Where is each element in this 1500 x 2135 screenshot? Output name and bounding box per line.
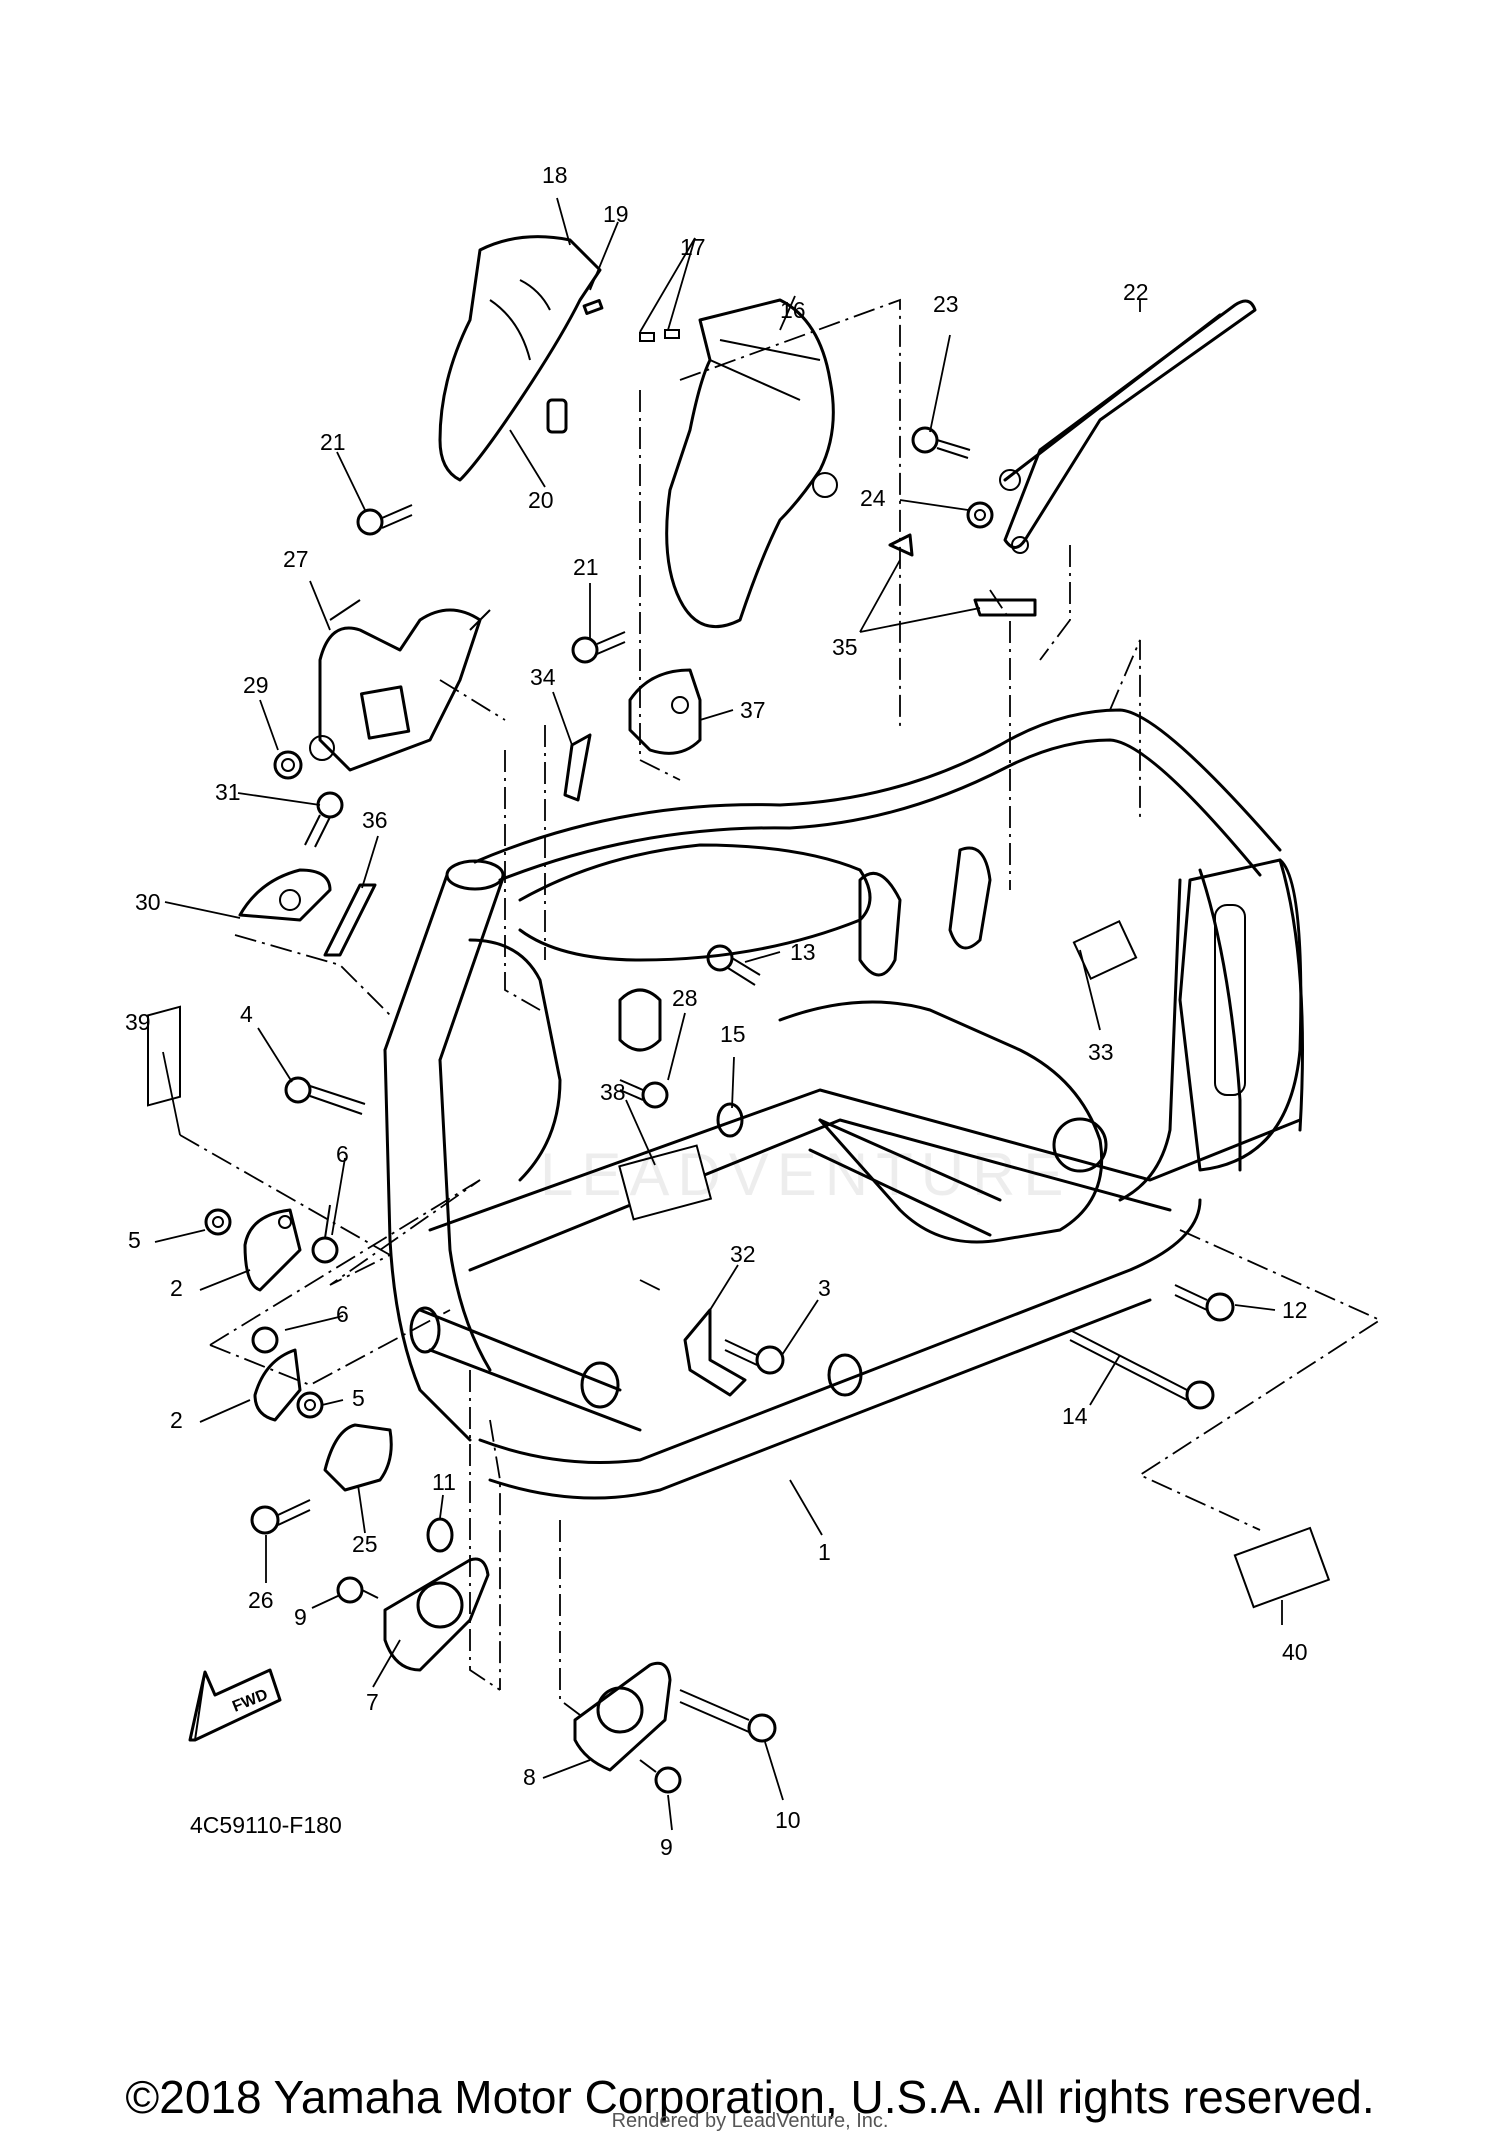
bolt-14 xyxy=(1069,1329,1215,1410)
bracket-27 xyxy=(309,599,491,772)
callout-22: 22 xyxy=(1123,279,1149,305)
callout-28: 28 xyxy=(672,985,698,1011)
callout-26: 26 xyxy=(248,1587,274,1613)
callout-20: 20 xyxy=(528,487,554,513)
callout-3: 3 xyxy=(818,1275,831,1301)
callout-15: 15 xyxy=(720,1021,746,1047)
watermark: LEADVENTURE xyxy=(540,1141,1072,1208)
plate-8 xyxy=(573,1661,672,1772)
callout-numbers: 1 2 2 3 4 5 5 6 6 7 8 9 9 10 11 12 13 14… xyxy=(125,162,1308,1860)
bolt-13 xyxy=(706,944,761,986)
pad-36 xyxy=(323,883,377,957)
callout-13: 13 xyxy=(790,939,816,965)
bolt-6-lower xyxy=(251,1326,279,1354)
bolt-4 xyxy=(284,1076,366,1115)
callout-37: 37 xyxy=(740,697,766,723)
bolt-23 xyxy=(911,426,971,459)
callout-8: 8 xyxy=(523,1764,536,1790)
washer-15 xyxy=(716,1102,744,1138)
callout-17: 17 xyxy=(680,234,706,260)
plate-7 xyxy=(383,1557,490,1672)
bolt-28 xyxy=(619,1079,669,1109)
bolt-21-lower xyxy=(571,631,626,664)
bracket-25 xyxy=(323,1423,393,1492)
nut-5-lower xyxy=(296,1391,324,1419)
callout-21-upper: 21 xyxy=(320,429,346,455)
bolt-6-upper xyxy=(311,1204,339,1264)
rendered-by-note: Rendered by LeadVenture, Inc. xyxy=(611,2110,889,2132)
callout-16: 16 xyxy=(780,297,806,323)
callout-30: 30 xyxy=(135,889,161,915)
callout-12: 12 xyxy=(1282,1297,1308,1323)
callout-36: 36 xyxy=(362,807,388,833)
callout-14: 14 xyxy=(1062,1403,1088,1429)
callout-38: 38 xyxy=(600,1079,626,1105)
bolt-3 xyxy=(724,1339,785,1375)
callout-2-lower: 2 xyxy=(170,1407,183,1433)
bracket-30 xyxy=(238,868,332,922)
fwd-label: FWD xyxy=(230,1686,270,1715)
cover-18 xyxy=(438,235,604,482)
stay-22 xyxy=(999,299,1257,554)
callout-1: 1 xyxy=(818,1539,831,1565)
callout-35: 35 xyxy=(832,634,858,660)
callout-5-lower: 5 xyxy=(352,1385,365,1411)
assembly-lines xyxy=(179,298,1382,1716)
bolt-21-upper xyxy=(356,504,413,536)
callout-29: 29 xyxy=(243,672,269,698)
nut-24 xyxy=(966,501,994,529)
diagram-code: 4C59110-F180 xyxy=(190,1812,342,1838)
callout-6-upper: 6 xyxy=(336,1141,349,1167)
plate-2-lower xyxy=(253,1348,302,1422)
label-33 xyxy=(1072,919,1138,981)
leader-lines xyxy=(154,197,1283,1831)
callout-9-lower: 9 xyxy=(660,1834,673,1860)
bolt-9-upper xyxy=(336,1576,379,1604)
frame-assembly xyxy=(383,708,1304,1500)
bolt-9-lower xyxy=(639,1759,682,1794)
callout-9-upper: 9 xyxy=(294,1604,307,1630)
callout-21-lower: 21 xyxy=(573,554,599,580)
callout-32: 32 xyxy=(730,1241,756,1267)
bolt-12 xyxy=(1174,1284,1235,1322)
callout-4: 4 xyxy=(240,1001,253,1027)
bolt-31 xyxy=(304,791,344,848)
callout-34: 34 xyxy=(530,664,556,690)
nut-5-upper xyxy=(204,1208,232,1236)
bolt-10 xyxy=(679,1689,777,1743)
callout-40: 40 xyxy=(1282,1639,1308,1665)
nut-29 xyxy=(273,750,303,780)
callout-25: 25 xyxy=(352,1531,378,1557)
callout-33: 33 xyxy=(1088,1039,1114,1065)
bolt-26 xyxy=(250,1499,311,1535)
callout-11: 11 xyxy=(432,1469,456,1495)
callout-7: 7 xyxy=(366,1689,379,1715)
callout-5-upper: 5 xyxy=(128,1227,141,1253)
plate-2-upper xyxy=(243,1208,302,1292)
callout-27: 27 xyxy=(283,546,309,572)
callout-19: 19 xyxy=(603,201,629,227)
plate-32 xyxy=(683,1308,747,1397)
callout-23: 23 xyxy=(933,291,959,317)
copyright-notice: ©2018 Yamaha Motor Corporation, U.S.A. A… xyxy=(125,2071,1375,2123)
callout-10: 10 xyxy=(775,1807,801,1833)
callout-2-upper: 2 xyxy=(170,1275,183,1301)
label-40 xyxy=(1233,1526,1331,1609)
label-38 xyxy=(618,1144,713,1221)
callout-39: 39 xyxy=(125,1009,151,1035)
callout-6-lower: 6 xyxy=(336,1301,349,1327)
pad-34 xyxy=(563,733,592,802)
washer-11 xyxy=(426,1517,454,1553)
callout-18: 18 xyxy=(542,162,568,188)
fwd-arrow-icon: FWD xyxy=(188,1668,282,1742)
callout-31: 31 xyxy=(215,779,241,805)
cover-16 xyxy=(639,298,838,629)
callout-24: 24 xyxy=(860,485,886,511)
